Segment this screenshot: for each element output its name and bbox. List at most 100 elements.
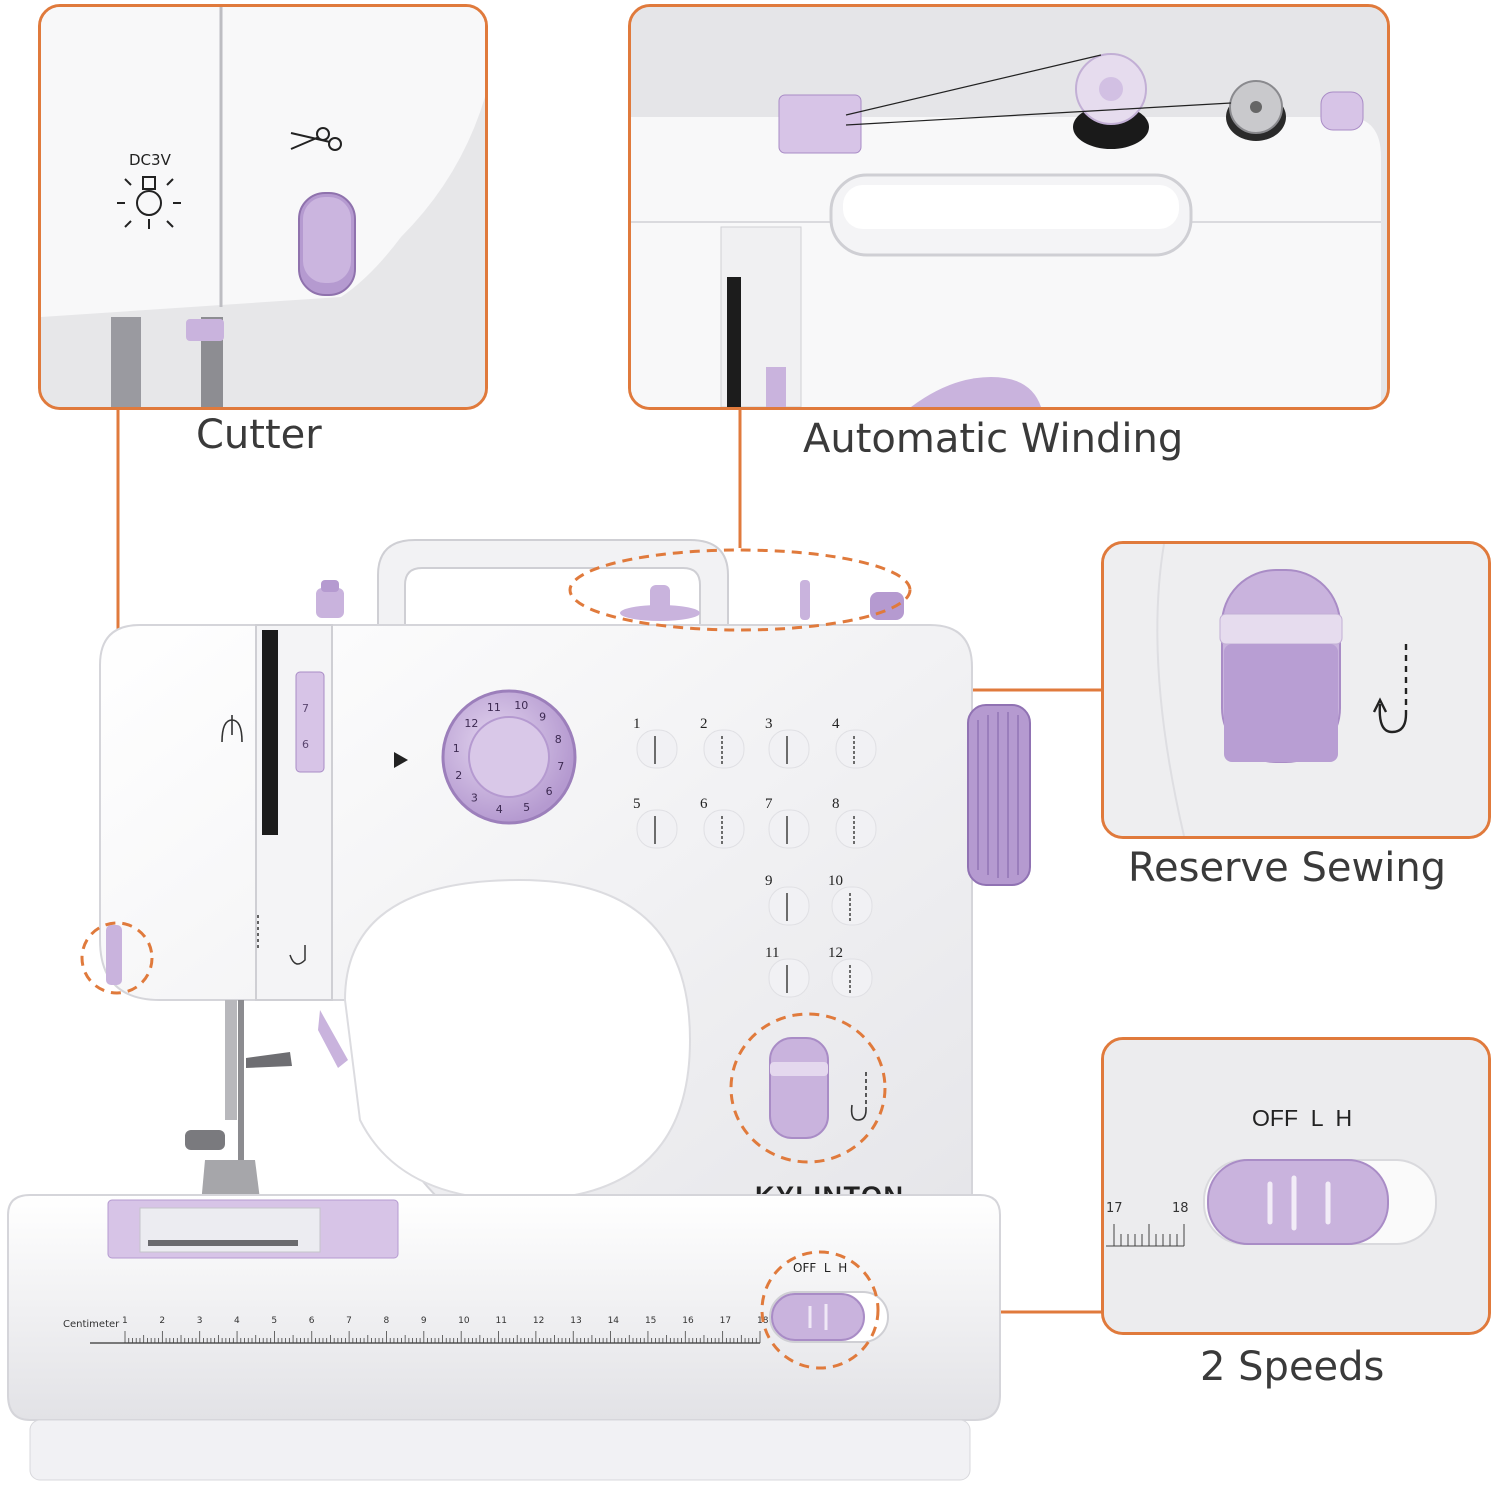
- tension-number: 6: [302, 738, 309, 751]
- caption-winding: Automatic Winding: [803, 416, 1184, 462]
- stitch-pattern-cell: [768, 729, 810, 769]
- reverse-sewing-icon: [1372, 644, 1408, 734]
- handwheel[interactable]: [967, 704, 1031, 886]
- dial-number: 3: [471, 792, 478, 805]
- scissors-icon: [290, 127, 342, 151]
- speed-selector-switch[interactable]: [1207, 1159, 1389, 1245]
- stitch-number: 10: [828, 873, 843, 889]
- dial-number: 8: [555, 733, 562, 746]
- speed-switch[interactable]: [771, 1293, 865, 1341]
- dial-number: 5: [523, 801, 530, 814]
- ruler-number: 11: [496, 1316, 507, 1326]
- winder-stop-cap: [1320, 91, 1364, 131]
- caption-reverse: Reserve Sewing: [1128, 845, 1447, 891]
- ruler-number: 8: [383, 1316, 389, 1326]
- ruler-number: 2: [159, 1316, 165, 1326]
- dial-number: 2: [455, 769, 462, 782]
- ruler-number: 6: [309, 1316, 315, 1326]
- reverse-highlight-circle: [729, 1012, 887, 1164]
- caption-cutter: Cutter: [196, 412, 322, 458]
- ruler-number: 3: [197, 1316, 203, 1326]
- bobbin-winder-spindle: [316, 588, 344, 618]
- dial-number: 7: [557, 760, 564, 773]
- stitch-number: 7: [765, 796, 773, 812]
- ruler-number: 17: [720, 1316, 731, 1326]
- dial-pointer-icon: [394, 752, 408, 768]
- thread-take-up-slot: [262, 630, 278, 835]
- dial-number: 10: [514, 699, 528, 712]
- reverse-lever[interactable]: [769, 1037, 829, 1139]
- stitch-number: 1: [633, 716, 641, 732]
- spool-pin: [650, 585, 670, 615]
- stitch-number: 11: [765, 945, 779, 961]
- presser-foot-screw: [185, 1130, 225, 1150]
- stitch-number: 2: [700, 716, 708, 732]
- caption-speeds: 2 Speeds: [1200, 1344, 1385, 1390]
- stitch-pattern-cell: [636, 809, 678, 849]
- stitch-pattern-cell: [703, 809, 745, 849]
- ruler-label: Centimeter: [63, 1319, 120, 1330]
- stitch-number: 8: [832, 796, 840, 812]
- panel-ruler: [1106, 1224, 1185, 1247]
- cutter-highlight-circle: [80, 921, 154, 995]
- winding-detail-panel: [628, 4, 1390, 410]
- speed-switch-labels: OFF L H: [793, 1261, 847, 1275]
- stitch-pattern-cell: [768, 886, 810, 926]
- stitch-number: 9: [765, 873, 773, 889]
- ruler-number: 7: [346, 1316, 352, 1326]
- ruler-number: 14: [608, 1316, 620, 1326]
- dial-number: 4: [496, 803, 503, 816]
- dial-number: 12: [464, 717, 478, 730]
- winder-stop: [870, 592, 904, 620]
- winding-highlight-circle: [568, 548, 912, 632]
- stitch-number: 3: [765, 716, 773, 732]
- needle-bar: [225, 1000, 237, 1120]
- presser-foot-lever[interactable]: [318, 1010, 348, 1068]
- stitch-number: 5: [633, 796, 641, 812]
- stitch-pattern-cell: [636, 729, 678, 769]
- ruler-number: 9: [421, 1316, 427, 1326]
- throat-opening: [343, 878, 692, 1202]
- ruler-number: 5: [271, 1316, 277, 1326]
- stitch-pattern-cell: [768, 809, 810, 849]
- light-voltage-label: DC3V: [129, 151, 172, 169]
- dial-number: 6: [546, 785, 553, 798]
- reverse-icon: [850, 1072, 867, 1121]
- ruler-end-number: 18: [1172, 1201, 1189, 1216]
- thread-guide: [778, 94, 862, 154]
- tension-number: 7: [302, 702, 309, 715]
- speed-detail-panel: OFF L H 17 18: [1101, 1037, 1491, 1335]
- ruler-number: 15: [645, 1316, 656, 1326]
- ruler-number: 4: [234, 1316, 240, 1326]
- stitch-pattern-cell: [831, 886, 873, 926]
- stitch-pattern-cell: [835, 729, 877, 769]
- cutter-detail-panel: DC3V: [38, 4, 488, 410]
- dial-number: 11: [487, 701, 501, 714]
- ruler-start-number: 17: [1106, 1201, 1123, 1216]
- ruler-number: 1: [122, 1316, 128, 1326]
- stitch-number: 12: [828, 945, 843, 961]
- speed-highlight-circle: [760, 1250, 880, 1370]
- speed-panel-labels: OFF L H: [1252, 1105, 1352, 1131]
- ruler-number: 13: [570, 1316, 581, 1326]
- dial-number: 1: [453, 742, 460, 755]
- ruler-number: 10: [458, 1316, 470, 1326]
- stitch-pattern-cell: [835, 809, 877, 849]
- light-bulb-icon: [117, 176, 181, 229]
- ruler-number: 12: [533, 1316, 544, 1326]
- reverse-detail-panel: [1101, 541, 1491, 839]
- thread-path-icon: [257, 915, 306, 965]
- stitch-number: 6: [700, 796, 708, 812]
- stitch-pattern-cell: [768, 958, 810, 998]
- tension-dial: [295, 671, 325, 773]
- stitch-pattern-cell: [831, 958, 873, 998]
- ruler-number: 16: [682, 1316, 694, 1326]
- stitch-pattern-cell: [703, 729, 745, 769]
- threading-guide-icon: [221, 715, 243, 743]
- stitch-number: 4: [832, 716, 840, 732]
- dial-number: 9: [539, 710, 546, 723]
